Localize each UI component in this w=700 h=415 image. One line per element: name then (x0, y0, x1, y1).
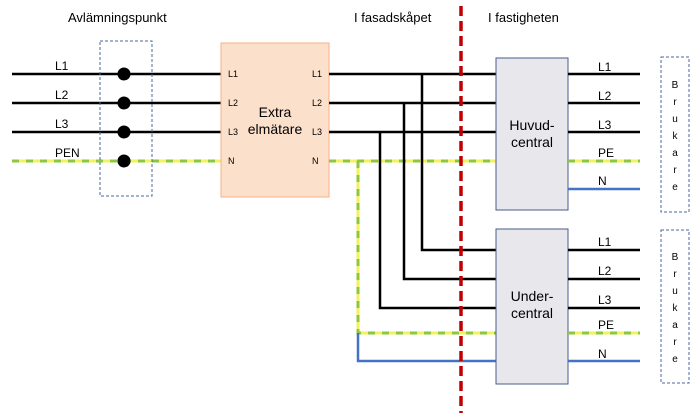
connection-dot-l3 (117, 125, 131, 139)
main-out-label-pe: PE (598, 146, 614, 160)
meter-out-terminal-l1: L1 (312, 69, 322, 79)
consumer-letter: r (673, 97, 677, 108)
consumer-letter: r (673, 165, 677, 176)
sub-feed-l1 (420, 74, 497, 252)
consumer-box-main (660, 56, 690, 213)
sub-panel-outputs (568, 248, 640, 363)
sub-out-label-pe: PE (598, 318, 614, 332)
sub-out-label-l3: L3 (598, 293, 612, 307)
consumer-letter: k (673, 131, 679, 142)
sub-panel-title-line1: Under- (511, 288, 554, 304)
header-facade-cabinet: I fasadskåpet (354, 10, 432, 25)
main-panel-title-line1: Huvud- (509, 117, 554, 133)
meter-title-line2: elmätare (248, 121, 303, 137)
header-delivery-point: Avlämningspunkt (68, 10, 167, 25)
meter-in-terminal-n: N (228, 156, 235, 166)
incoming-label-l1: L1 (55, 59, 69, 73)
meter-in-terminal-l3: L3 (228, 127, 238, 137)
incoming-lines (12, 72, 222, 163)
incoming-label-l2: L2 (55, 88, 69, 102)
sub-out-label-l2: L2 (598, 264, 612, 278)
delivery-point-dots (117, 67, 131, 168)
consumer-letter: a (672, 320, 678, 331)
incoming-label-l3: L3 (55, 117, 69, 131)
consumer-letter: r (673, 269, 677, 280)
main-out-label-l3: L3 (598, 118, 612, 132)
connection-dot-l2 (117, 96, 131, 110)
consumer-letter: u (672, 286, 678, 297)
meter-title-line1: Extra (259, 104, 292, 120)
consumer-letter: k (673, 303, 679, 314)
main-panel-box (495, 57, 569, 211)
sub-out-label-n: N (598, 347, 607, 361)
sub-feed-l2 (402, 103, 497, 281)
main-out-label-l2: L2 (598, 89, 612, 103)
delivery-point-box (99, 40, 153, 197)
sub-panel-box (495, 228, 569, 385)
sub-feed-l3 (378, 132, 497, 310)
incoming-label-pen: PEN (55, 146, 80, 160)
connection-dot-pen (117, 154, 131, 168)
consumer-letter: e (672, 182, 678, 193)
consumer-letter: r (673, 337, 677, 348)
header-property: I fastigheten (488, 10, 559, 25)
consumer-box-sub (660, 229, 690, 384)
sub-out-label-l1: L1 (598, 235, 612, 249)
meter-out-terminal-n: N (312, 156, 319, 166)
consumer-letter: u (672, 114, 678, 125)
consumer-letter: e (672, 354, 678, 365)
meter-out-terminal-l3: L3 (312, 127, 322, 137)
main-out-label-l1: L1 (598, 60, 612, 74)
main-panel-title-line2: central (511, 134, 553, 150)
meter-in-terminal-l1: L1 (228, 69, 238, 79)
consumer-label-main: B r u k a r e (672, 80, 679, 193)
connection-dot-l1 (117, 67, 131, 81)
sub-feed-n (356, 333, 497, 363)
consumer-letter: a (672, 148, 678, 159)
main-out-label-n: N (598, 174, 607, 188)
consumer-label-sub: B r u k a r e (672, 252, 679, 365)
meter-to-main-lines (329, 72, 497, 163)
consumer-letter: B (672, 80, 679, 91)
meter-in-terminal-l2: L2 (228, 98, 238, 108)
main-panel-outputs (568, 72, 640, 191)
meter-out-terminal-l2: L2 (312, 98, 322, 108)
sub-feed-lines (356, 74, 497, 363)
sub-panel-title-line2: central (511, 305, 553, 321)
extra-meter-box (220, 42, 330, 198)
consumer-letter: B (672, 252, 679, 263)
